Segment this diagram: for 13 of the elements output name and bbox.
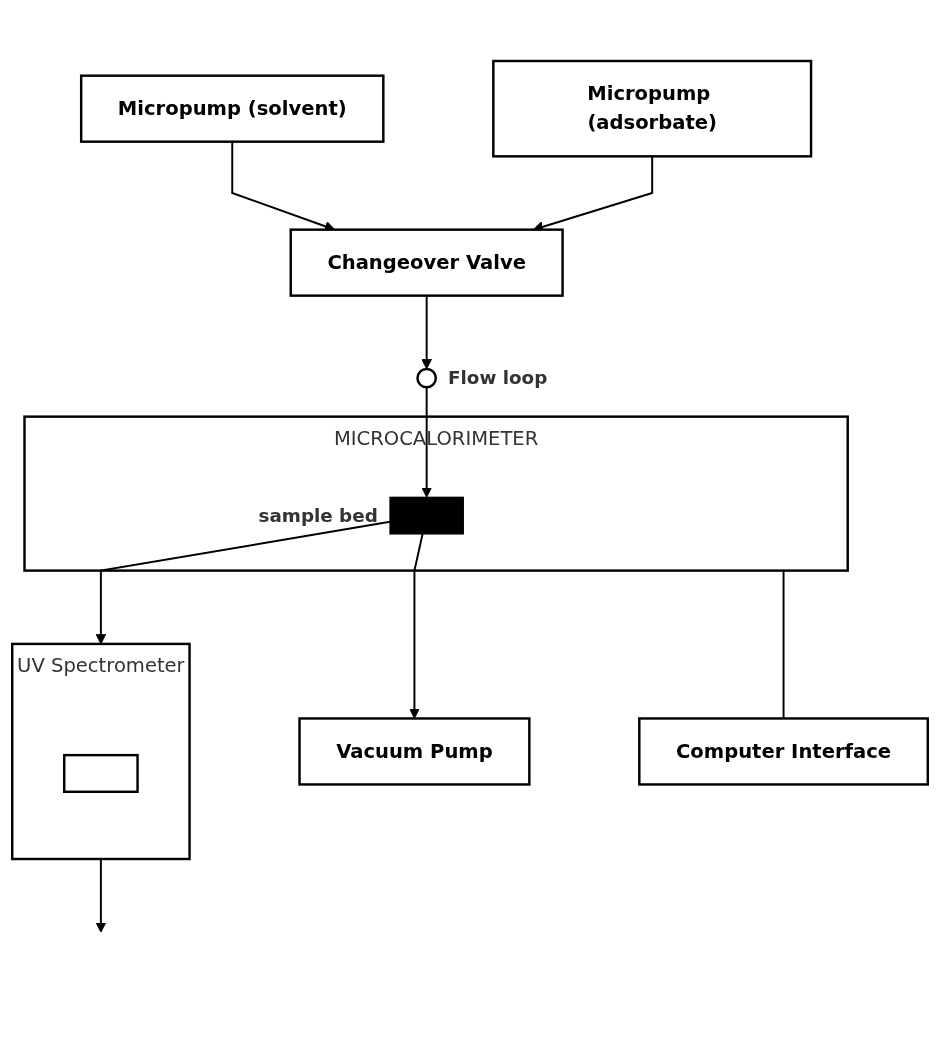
node-box: Changeover Valve xyxy=(289,228,564,297)
node-caption: sample bed xyxy=(258,504,378,526)
node-box xyxy=(63,753,139,793)
node-box: Micropump (solvent) xyxy=(79,74,385,143)
node-box: Micropump (adsorbate) xyxy=(492,59,813,158)
node-caption: Flow loop xyxy=(448,367,548,389)
node-box: Vacuum Pump xyxy=(298,717,531,786)
arrow xyxy=(409,532,424,719)
cluster: UV Spectrometer xyxy=(11,642,191,861)
node-box: Computer Interface xyxy=(638,717,929,786)
node-bar xyxy=(389,496,464,535)
arrow xyxy=(421,386,433,498)
node-circle xyxy=(416,367,438,389)
